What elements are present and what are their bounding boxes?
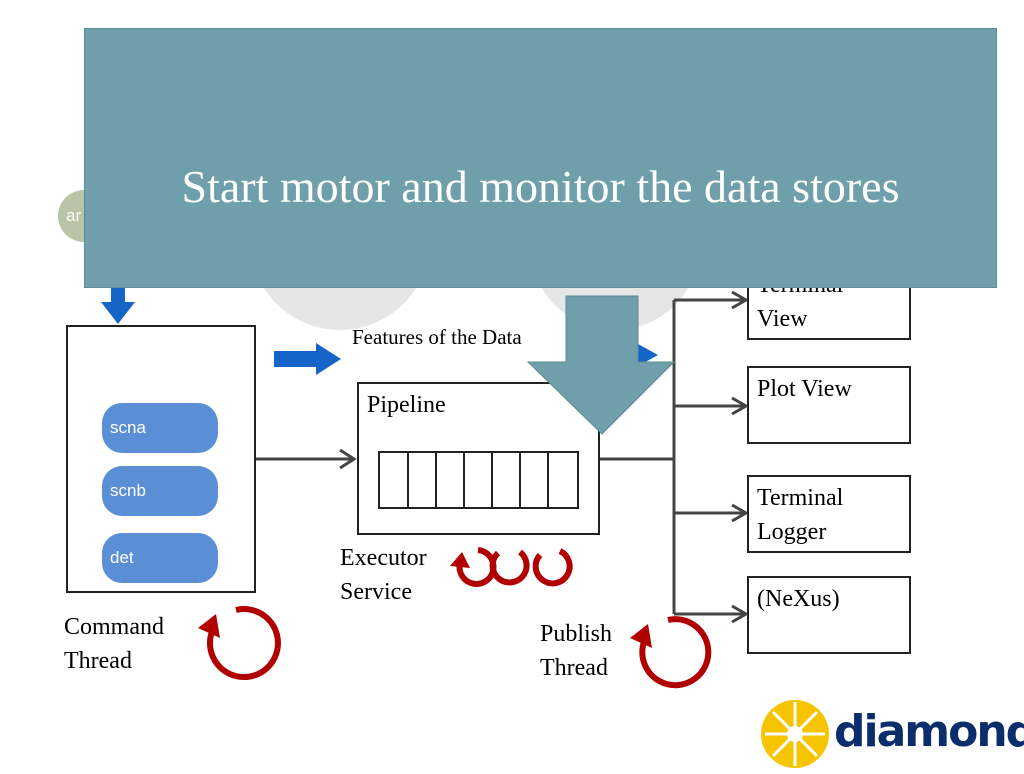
command-pill-label: scna (110, 418, 146, 437)
command-thread-label-line: Command (64, 614, 164, 640)
publish-label-line: Thread (540, 655, 608, 681)
executor-cycle-icons (450, 547, 573, 587)
executor-service-label: Executor Service (340, 541, 427, 609)
features-label: Features of the Data (352, 325, 522, 349)
command-thread-label: Command Thread (64, 610, 164, 678)
command-pill-scna[interactable]: scna (102, 403, 218, 453)
terminal-logger-label-line: Terminal (757, 485, 844, 511)
pipeline-label: Pipeline (367, 392, 446, 418)
publish-thread-cycle-icon (630, 616, 712, 689)
diamond-logo-icon (761, 700, 829, 768)
command-pill-scnb[interactable]: scnb (102, 466, 218, 516)
nexus-box: (NeXus) (747, 576, 911, 654)
terminal-logger-label-line: Logger (757, 519, 827, 545)
executor-label-line: Executor (340, 545, 427, 571)
blue-right-arrow (274, 343, 341, 375)
blue-right-arrow-small (638, 344, 658, 366)
title-overlay: Start motor and monitor the data stores (84, 28, 997, 288)
command-to-pipeline-arrow (256, 448, 357, 470)
plot-view-box: Plot View (747, 366, 911, 444)
bus-branch-arrows (674, 290, 750, 624)
nexus-label: (NeXus) (757, 586, 840, 612)
command-pill-label: scnb (110, 481, 146, 500)
command-pill-label: det (110, 548, 134, 567)
publish-label-line: Publish (540, 621, 613, 647)
terminal-logger-box: Terminal Logger (747, 475, 911, 553)
executor-label-line: Service (340, 579, 412, 605)
diamond-logo-text: diamond (834, 706, 1024, 757)
command-pill-det[interactable]: det (102, 533, 218, 583)
command-thread-cycle-icon (198, 606, 281, 681)
command-thread-label-line: Thread (64, 648, 132, 674)
terminal-view-label-line: View (757, 306, 808, 332)
partial-badge-text: ar (66, 206, 82, 225)
publish-thread-label: Publish Thread (540, 617, 612, 685)
slide-title: Start motor and monitor the data stores (181, 161, 900, 212)
plot-view-label: Plot View (757, 376, 852, 402)
